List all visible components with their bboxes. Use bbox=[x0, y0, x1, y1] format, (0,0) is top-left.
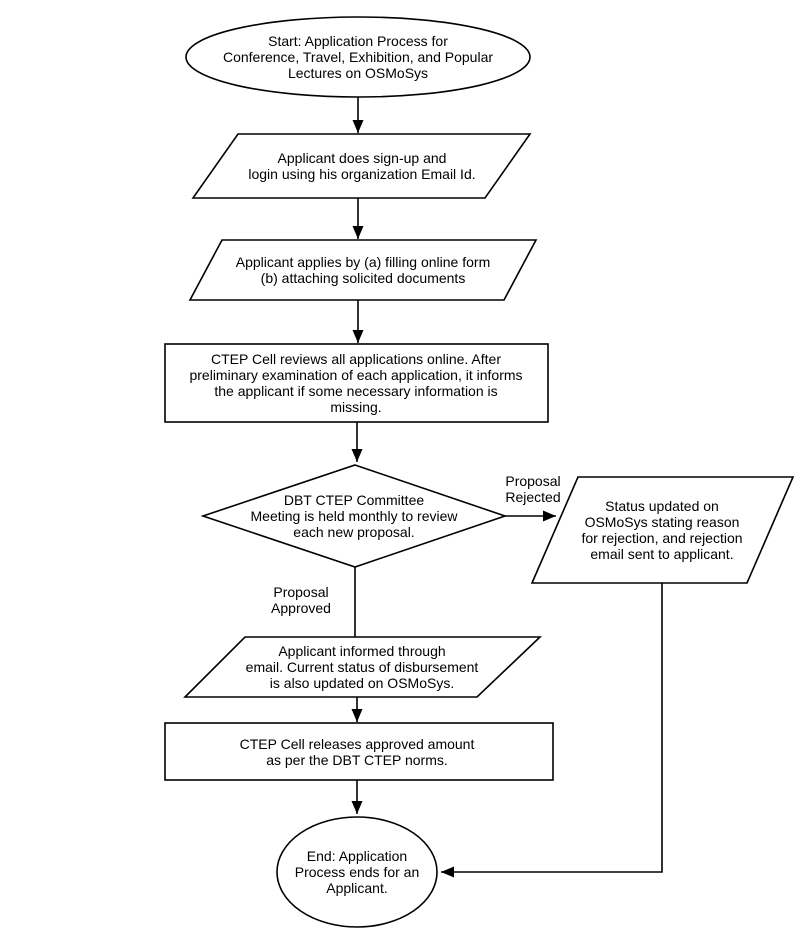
committee-decision-diamond-shape bbox=[200, 464, 508, 568]
apply-io-parallelogram-shape bbox=[188, 239, 538, 301]
start-terminator-shape bbox=[185, 16, 531, 98]
rejected-io-parallelogram-shape bbox=[530, 476, 795, 584]
approved-status-node-text: Applicant informed through email. Curren… bbox=[245, 643, 479, 691]
release-process-rect-shape bbox=[164, 722, 554, 781]
review-node-text: CTEP Cell reviews all applications onlin… bbox=[189, 351, 523, 415]
signup-io-parallelogram-shape bbox=[191, 133, 532, 199]
proposal-approved-edge-label: Proposal Approved bbox=[271, 584, 331, 616]
end-node-text: End: Application Process ends for an App… bbox=[294, 848, 420, 896]
signup-node-text: Applicant does sign-up and login using h… bbox=[248, 150, 476, 182]
edge-rejected-to-end bbox=[441, 583, 663, 878]
rejected-status-node-text: Status updated on OSMoSys stating reason… bbox=[581, 498, 743, 562]
decision-node-text: DBT CTEP Committee Meeting is held month… bbox=[250, 492, 458, 540]
review-process-rect-shape bbox=[164, 343, 549, 423]
start-node-text: Start: Application Process for Conferenc… bbox=[222, 33, 494, 81]
apply-node-text: Applicant applies by (a) filling online … bbox=[235, 254, 491, 286]
release-node-text: CTEP Cell releases approved amount as pe… bbox=[239, 736, 475, 768]
approved-io-parallelogram-shape bbox=[183, 636, 542, 698]
end-terminator-shape bbox=[276, 816, 438, 928]
proposal-rejected-edge-label: Proposal Rejected bbox=[505, 473, 561, 505]
